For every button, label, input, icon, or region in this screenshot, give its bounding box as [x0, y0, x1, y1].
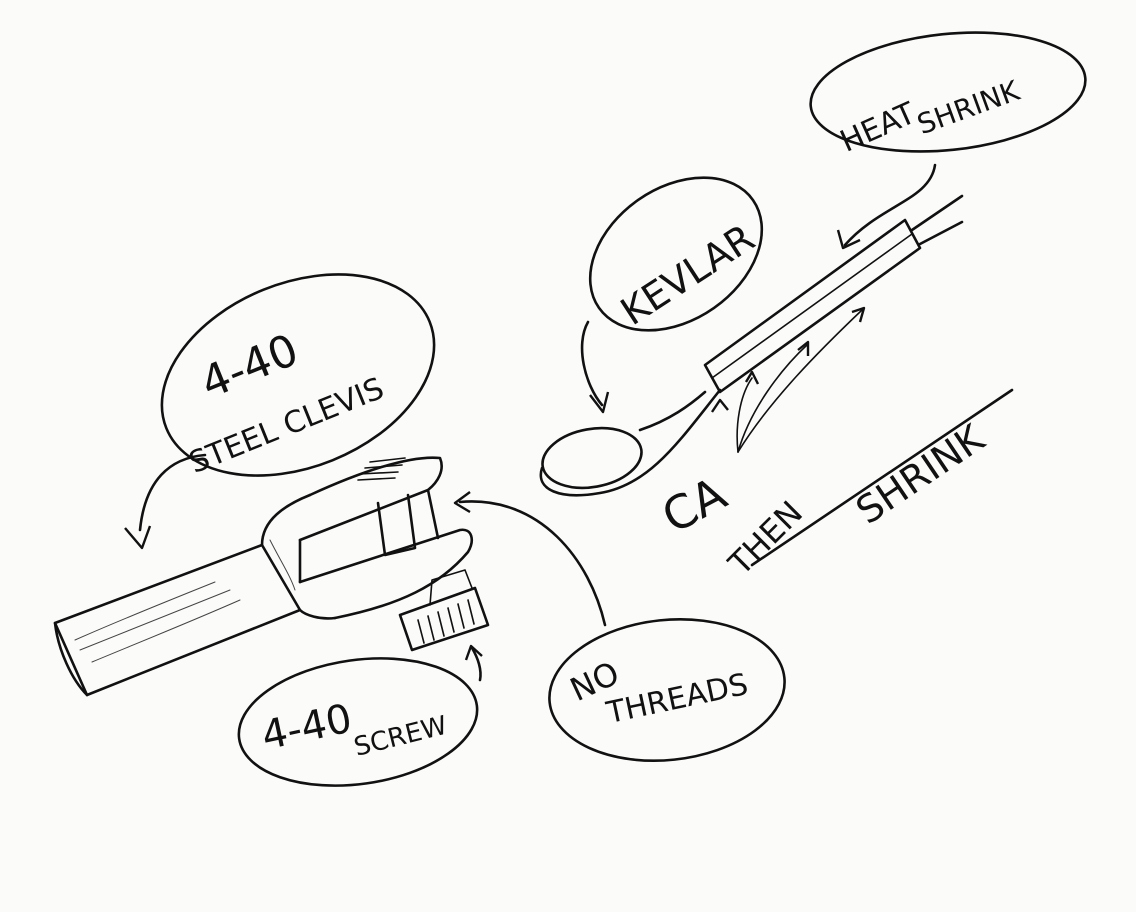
- then-shrink-line2: SHRINK: [848, 415, 993, 532]
- kevlar-loop-drawing: [539, 388, 722, 497]
- kevlar-label: KEVLAR: [613, 216, 762, 334]
- label-clevis: 4-40 STEEL CLEVIS: [160, 273, 436, 481]
- screw-label-line2: SCREW: [351, 711, 450, 763]
- heat-shrink-tube: [703, 194, 964, 394]
- threads-label-line2: THREADS: [603, 667, 751, 731]
- label-no-threads: NO THREADS: [548, 617, 786, 763]
- label-heat-shrink: HEAT SHRINK: [809, 31, 1087, 160]
- clevis-label-line1: 4-40: [194, 324, 306, 409]
- steel-clevis-drawing: [53, 456, 474, 697]
- heat-shrink-arrow: [836, 163, 937, 250]
- clevis-arrow: [124, 453, 207, 550]
- screw-arrow: [464, 644, 483, 682]
- label-kevlar: KEVLAR: [588, 176, 764, 334]
- label-screw: 4-40 SCREW: [237, 657, 479, 787]
- no-threads-arrow: [453, 491, 607, 627]
- then-shrink-line1: THEN: [720, 493, 810, 583]
- heat-shrink-line2: SHRINK: [913, 74, 1024, 141]
- screw-drawing: [398, 569, 490, 652]
- ca-glue-lines: [711, 306, 866, 453]
- screw-label-line1: 4-40: [258, 696, 356, 760]
- kevlar-arrow: [580, 320, 610, 414]
- then-shrink-underline: [750, 388, 1014, 567]
- ca-label: CA: [653, 466, 735, 544]
